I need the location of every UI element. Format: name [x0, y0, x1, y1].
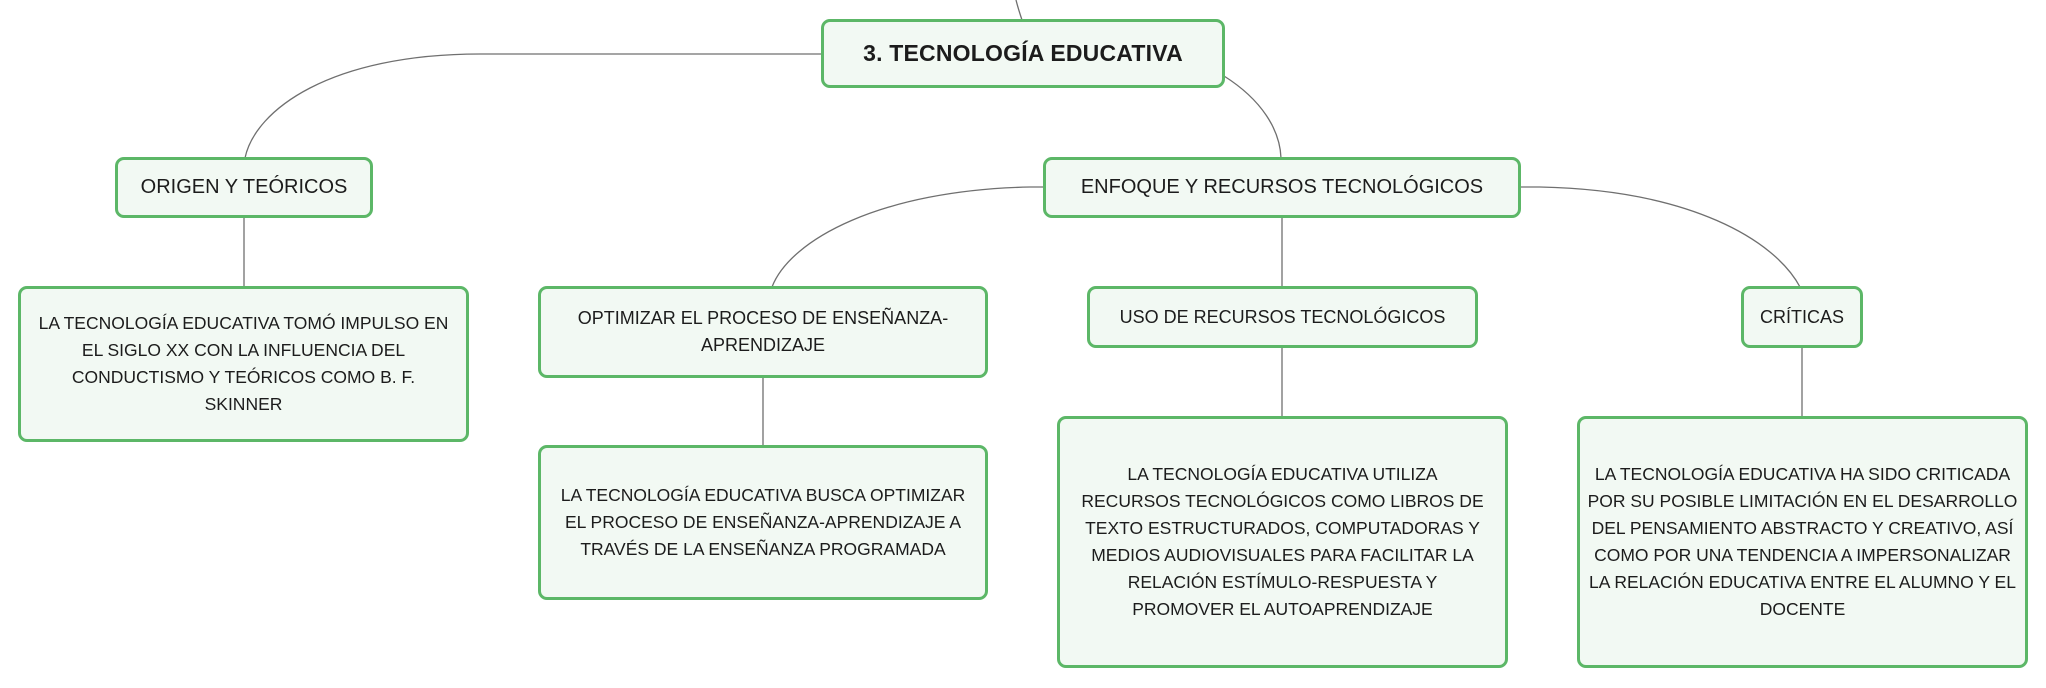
node-criticas[interactable]: CRÍTICAS	[1741, 286, 1863, 348]
node-origen-detail[interactable]: LA TECNOLOGÍA EDUCATIVA TOMÓ IMPULSO EN …	[18, 286, 469, 442]
node-criticas-detail[interactable]: LA TECNOLOGÍA EDUCATIVA HA SIDO CRITICAD…	[1577, 416, 2028, 668]
connector-enfoque-to-optimizar	[771, 186, 1044, 288]
node-origen-y-teoricos[interactable]: ORIGEN Y TEÓRICOS	[115, 157, 373, 218]
node-uso-detail[interactable]: LA TECNOLOGÍA EDUCATIVA UTILIZA RECURSOS…	[1057, 416, 1508, 668]
node-origen-detail-text: LA TECNOLOGÍA EDUCATIVA TOMÓ IMPULSO EN …	[38, 313, 449, 414]
node-criticas-detail-text: LA TECNOLOGÍA EDUCATIVA HA SIDO CRITICAD…	[1587, 464, 2018, 619]
node-optimizar-label: OPTIMIZAR EL PROCESO DE ENSEÑANZA-APREND…	[577, 308, 949, 355]
connector-enfoque-to-criticas	[1520, 186, 1801, 288]
node-enfoque-label: ENFOQUE Y RECURSOS TECNOLÓGICOS	[1080, 176, 1484, 198]
node-uso-label: USO DE RECURSOS TECNOLÓGICOS	[1119, 306, 1446, 327]
node-origen-label: ORIGEN Y TEÓRICOS	[140, 176, 348, 198]
node-uso-detail-text: LA TECNOLOGÍA EDUCATIVA UTILIZA RECURSOS…	[1081, 464, 1484, 619]
node-enfoque-y-recursos[interactable]: ENFOQUE Y RECURSOS TECNOLÓGICOS	[1043, 157, 1521, 218]
connector-parent-to-root	[1015, 0, 1023, 21]
connector-root-to-origen	[244, 53, 823, 159]
root-node-label: 3. TECNOLOGÍA EDUCATIVA	[863, 40, 1183, 66]
connector-root-to-enfoque	[1223, 75, 1282, 159]
node-optimizar[interactable]: OPTIMIZAR EL PROCESO DE ENSEÑANZA-APREND…	[538, 286, 988, 378]
node-optimizar-detail-text: LA TECNOLOGÍA EDUCATIVA BUSCA OPTIMIZAR …	[560, 485, 966, 559]
node-criticas-label: CRÍTICAS	[1759, 306, 1844, 327]
node-uso-de-recursos[interactable]: USO DE RECURSOS TECNOLÓGICOS	[1087, 286, 1478, 348]
node-optimizar-detail[interactable]: LA TECNOLOGÍA EDUCATIVA BUSCA OPTIMIZAR …	[538, 445, 988, 600]
root-node[interactable]: 3. TECNOLOGÍA EDUCATIVA	[821, 19, 1225, 88]
